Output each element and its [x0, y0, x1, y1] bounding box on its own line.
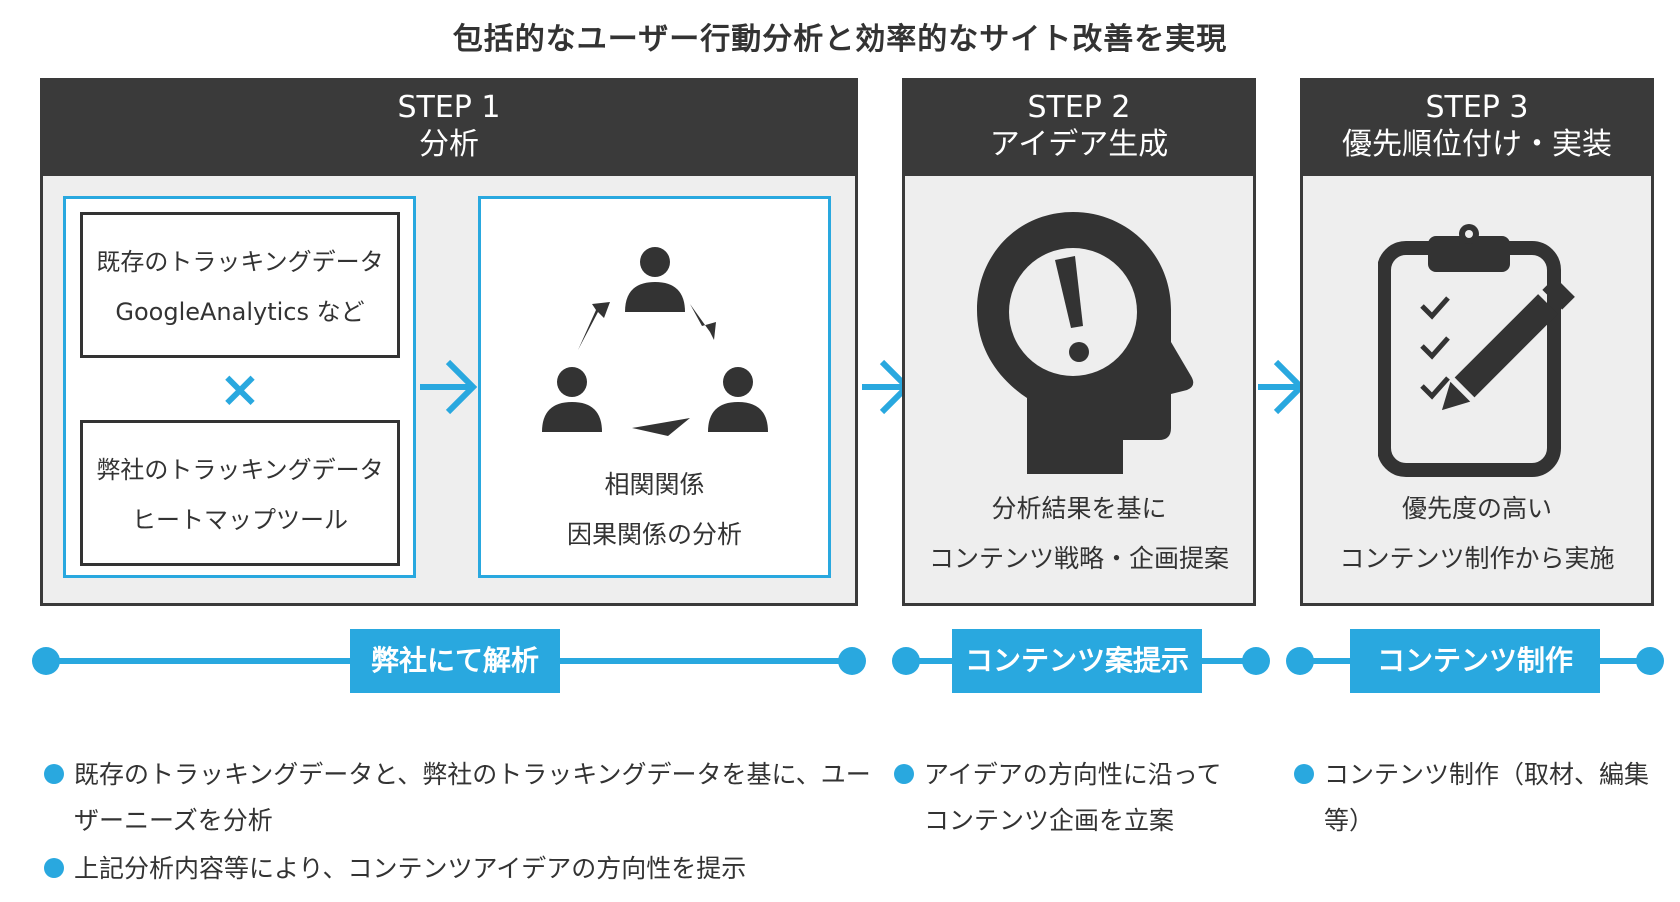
step3-name: 優先順位付け・実装 [1342, 127, 1612, 162]
idea-caption-line2: コンテンツ戦略・企画提案 [928, 544, 1229, 573]
step2-number: STEP 2 [1027, 90, 1131, 125]
our-tracking-line2: ヒートマップツール [132, 506, 348, 534]
phase-label-proposal: コンテンツ案提示 [952, 629, 1202, 693]
bullet-text: 上記分析内容等により、コンテンツアイデアの方向性を提示 [74, 854, 747, 883]
step1-name: 分析 [419, 127, 479, 162]
implement-caption: 優先度の高い コンテンツ制作から実施 [1300, 484, 1654, 584]
our-tracking-line1: 弊社のトラッキングデータ [96, 456, 384, 484]
phase-label-production: コンテンツ制作 [1350, 629, 1600, 693]
timeline-dot [1636, 647, 1664, 675]
clipboard-checklist-pencil-icon [1378, 224, 1575, 477]
timeline-dot [838, 647, 866, 675]
bullet-dot [44, 858, 64, 878]
bullet-dot [1294, 764, 1314, 784]
bullet-dot [44, 764, 64, 784]
analysis-caption-line1: 相関関係 [604, 470, 705, 499]
step3-panel: STEP 3 優先順位付け・実装 [1300, 78, 1654, 606]
bullet-item: コンテンツ制作（取材、編集等） [1294, 752, 1668, 844]
step1-number: STEP 1 [397, 90, 501, 125]
timeline-dot [892, 647, 920, 675]
step3-header: STEP 3 優先順位付け・実装 [1303, 81, 1651, 176]
arrow-right-icon [420, 359, 478, 415]
bullet-item: 上記分析内容等により、コンテンツアイデアの方向性を提示 [44, 846, 874, 892]
head-exclamation-icon [977, 212, 1194, 474]
our-tracking-box: 弊社のトラッキングデータ ヒートマップツール [80, 420, 400, 566]
analysis-caption-line2: 因果関係の分析 [566, 520, 742, 549]
step1-header: STEP 1 分析 [43, 81, 855, 176]
cross-mark-icon: × [219, 360, 261, 418]
existing-tracking-line1: 既存のトラッキングデータ [96, 248, 384, 276]
arrow-right-icon [1258, 359, 1306, 415]
step3-number: STEP 3 [1425, 90, 1529, 125]
bullet-text: 既存のトラッキングデータと、弊社のトラッキングデータを基に、ユーザーニーズを分析 [74, 760, 871, 835]
existing-tracking-box: 既存のトラッキングデータ GoogleAnalytics など [80, 212, 400, 358]
analysis-caption: 相関関係 因果関係の分析 [478, 460, 831, 560]
timeline-dot [1242, 647, 1270, 675]
bullet-dot [894, 764, 914, 784]
bullet-text: コンテンツ制作（取材、編集等） [1324, 760, 1650, 835]
analysis-frame [478, 196, 831, 578]
people-cycle-icon [542, 247, 768, 436]
idea-caption-line1: 分析結果を基に [991, 494, 1167, 523]
phase-label-analysis: 弊社にて解析 [350, 629, 560, 693]
bullet-item: アイデアの方向性に沿ってコンテンツ企画を立案 [894, 752, 1234, 844]
idea-caption: 分析結果を基に コンテンツ戦略・企画提案 [902, 484, 1256, 584]
timeline-dot [1286, 647, 1314, 675]
timeline-dot [32, 647, 60, 675]
implement-caption-line1: 優先度の高い [1401, 494, 1552, 523]
existing-tracking-line2: GoogleAnalytics など [115, 298, 365, 326]
bullet-item: 既存のトラッキングデータと、弊社のトラッキングデータを基に、ユーザーニーズを分析 [44, 752, 874, 844]
implement-caption-line2: コンテンツ制作から実施 [1339, 544, 1615, 573]
bullet-text: アイデアの方向性に沿ってコンテンツ企画を立案 [924, 760, 1222, 835]
step2-name: アイデア生成 [989, 127, 1169, 162]
page-title: 包括的なユーザー行動分析と効率的なサイト改善を実現 [452, 22, 1228, 57]
step2-header: STEP 2 アイデア生成 [905, 81, 1253, 176]
